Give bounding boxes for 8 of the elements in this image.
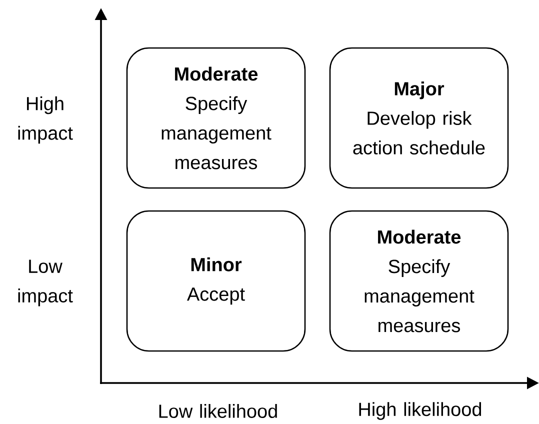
axis-label: Low likelihood — [159, 404, 277, 418]
risk-box: Moderate Specify management measures — [126, 47, 306, 189]
risk-box: Major Develop risk action schedule — [329, 47, 509, 189]
risk-box: Minor Accept — [126, 210, 306, 352]
risk-box: Moderate Specify management measures — [329, 210, 509, 352]
axis-label: High likelihood — [359, 402, 482, 420]
axis-label: Low impact — [18, 260, 73, 306]
axis-label: High impact — [18, 96, 73, 144]
